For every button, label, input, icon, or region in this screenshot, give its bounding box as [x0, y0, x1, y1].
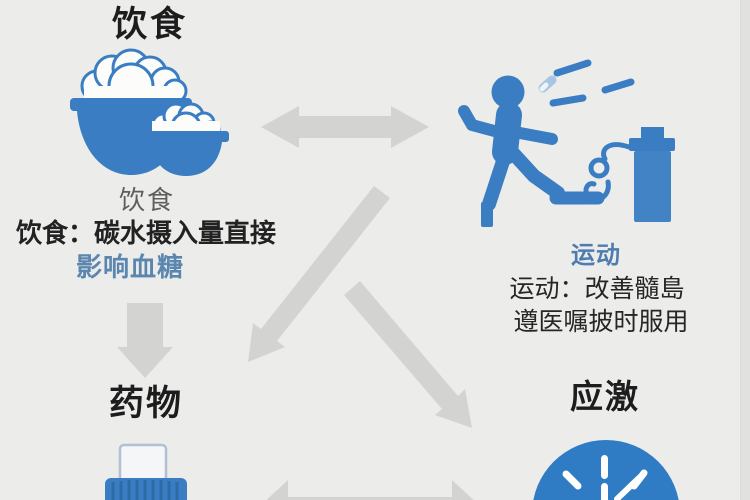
medication-heading: 药物	[108, 384, 184, 423]
diet-desc-line1: 饮食：碳水摄入量直接	[15, 218, 277, 248]
water-bottle-icon	[583, 127, 675, 222]
double-arrow-diet-exercise-icon	[261, 106, 429, 148]
diagonal-arrow-to-medication-icon	[248, 186, 390, 362]
exercise-desc-line2: 遵医嘱披时服用	[513, 308, 689, 336]
diet-caption: 饮食	[118, 185, 176, 215]
running-person-icon	[458, 59, 635, 227]
medicine-bottle-icon	[105, 443, 187, 500]
diet-heading: 饮食	[111, 5, 189, 44]
exercise-desc-line1: 运动：改善髓島	[509, 275, 685, 303]
down-arrow-icon	[117, 303, 173, 378]
right-edge-shadow	[740, 0, 750, 500]
stress-heading: 应激	[570, 378, 640, 415]
diagonal-arrow-to-stress-icon	[344, 281, 472, 428]
exercise-caption: 运动	[571, 242, 621, 269]
double-arrow-medication-stress-icon	[266, 480, 474, 500]
rice-bowls-icon	[70, 48, 229, 176]
clock-icon	[533, 440, 679, 500]
diet-desc-line2: 影响血糖	[75, 252, 185, 282]
